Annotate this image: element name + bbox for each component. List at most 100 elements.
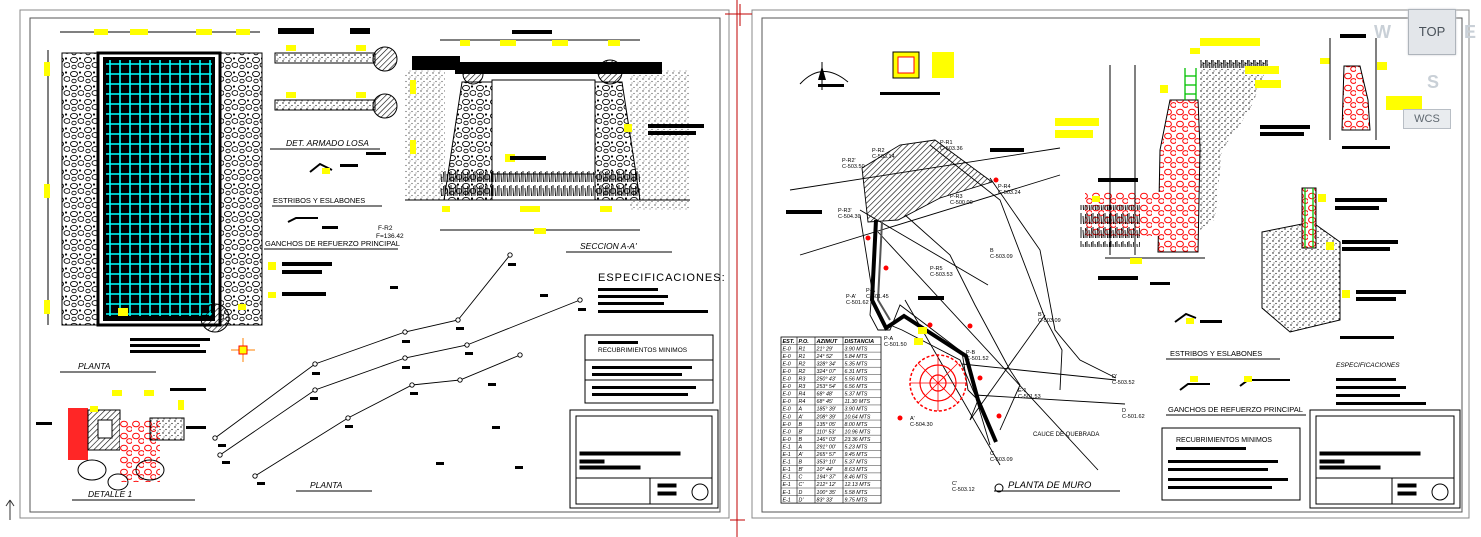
- wall-section-drawing: [1055, 38, 1387, 285]
- survey-table-cell: 5.23 MTS: [845, 444, 868, 450]
- survey-table-cell: E-0: [783, 354, 791, 360]
- survey-point-elevation: C-503.09: [1038, 318, 1061, 324]
- footing-isometric-detail: [1261, 187, 1406, 339]
- survey-table-cell: E-0: [783, 422, 791, 428]
- wcs-menu-button[interactable]: WCS: [1403, 109, 1451, 129]
- survey-table-cell: 5.58 MTS: [845, 490, 868, 496]
- survey-table-cell: R3: [799, 384, 806, 390]
- survey-table-cell: E-1: [783, 475, 791, 481]
- survey-table-cell: 24° 52': [816, 354, 834, 360]
- survey-point-elevation: C-503.09: [990, 457, 1013, 463]
- survey-table-cell: 208° 39': [816, 414, 837, 420]
- cover-title-left: RECUBRIMIENTOS MINIMOS: [598, 347, 688, 354]
- survey-table-cell: A': [798, 414, 805, 420]
- survey-table-cell: 6.31 MTS: [845, 369, 868, 375]
- survey-point-label: P-R3: [950, 194, 963, 200]
- survey-point-elevation: C-503.52: [1112, 380, 1135, 386]
- survey-table-cell: 3.90 MTS: [845, 407, 868, 413]
- survey-point-label: P-R5: [930, 266, 943, 272]
- survey-point-elevation: C-501.62: [846, 300, 869, 306]
- survey-table-cell: 253° 54': [816, 384, 837, 390]
- specs-block-left: ESPECIFICACIONES: RECUBRIMIENTOS MINIMOS: [584, 272, 725, 404]
- survey-table-cell: E-0: [783, 399, 791, 405]
- survey-table-cell: E-1: [783, 460, 791, 466]
- survey-table-cell: 21° 29': [816, 346, 834, 352]
- survey-point-elevation: C-501.50: [884, 342, 907, 348]
- survey-point-elevation: C-504.30: [910, 422, 933, 428]
- survey-table-cell: D': [799, 497, 805, 503]
- survey-point-elevation: C-504.30: [838, 214, 861, 220]
- survey-point-label: B: [990, 248, 994, 254]
- survey-table-cell: R4: [799, 399, 806, 405]
- survey-point-elevation: C-501.62: [1122, 414, 1145, 420]
- survey-point-elevation: C-503.50: [842, 164, 865, 170]
- survey-point-label: B': [1038, 312, 1043, 318]
- survey-table-cell: E-0: [783, 407, 791, 413]
- survey-point-labels: P-R1C-503.36P-R2C-503.14P-R2'C-503.50P-R…: [838, 140, 1145, 493]
- rebar-label-1: F-R2: [378, 225, 393, 232]
- survey-table-cell: 83° 33': [817, 497, 834, 503]
- survey-point-label: P-R1: [940, 140, 953, 146]
- survey-table-cell: 212° 12': [816, 482, 837, 488]
- survey-table-cell: 5.56 MTS: [845, 377, 868, 383]
- survey-table-cell: 5.35 MTS: [845, 361, 868, 367]
- survey-table-cell: 9.75 MTS: [845, 497, 868, 503]
- survey-point-elevation: C-500.00: [950, 200, 973, 206]
- survey-point-label: A': [910, 416, 915, 422]
- hooks-title-right: GANCHOS DE REFUERZO PRINCIPAL: [1168, 405, 1303, 414]
- sheet-frame-right: [751, 9, 1470, 519]
- title-block-left: [569, 409, 719, 509]
- detail1-title: DETALLE 1: [88, 489, 133, 499]
- slab-detail-drawing: DET. ARMADO LOSA: [270, 28, 398, 155]
- section-a-a-drawing: SECCION A-A': [405, 30, 704, 253]
- survey-table-cell: E-1: [783, 490, 791, 496]
- survey-table-cell: 353° 10': [817, 460, 837, 466]
- compass-east-label[interactable]: E: [1464, 22, 1477, 42]
- survey-table-cell: 9.45 MTS: [845, 452, 868, 458]
- survey-point-elevation: C-501.53: [1018, 394, 1041, 400]
- survey-table-cell: 5.37 MTS: [845, 460, 868, 466]
- survey-table-cell: A: [798, 407, 803, 413]
- survey-table-cell: 324° 07': [817, 369, 837, 375]
- survey-point-label: P-B: [966, 350, 976, 356]
- survey-table-cell: 10.96 MTS: [845, 429, 871, 435]
- title-block-right: [1309, 409, 1461, 509]
- survey-table-cell: E-1: [783, 452, 791, 458]
- cover-block-right: RECUBRIMIENTOS MINIMOS: [1161, 427, 1301, 501]
- rebar-label-2: F=136.42: [376, 233, 404, 240]
- hooks-title-left: GANCHOS DE REFUERZO PRINCIPAL: [265, 239, 400, 248]
- stirrups-hooks-left: ESTRIBOS Y ESLABONES F-R2 F=136.42 GANCH…: [264, 162, 404, 298]
- viewcube-top-face[interactable]: TOP: [1408, 9, 1456, 55]
- survey-table-cell: D: [799, 490, 803, 496]
- sheet-frame-left: [19, 9, 730, 519]
- survey-table-cell: B': [799, 429, 805, 435]
- plan-profile-title: PLANTA: [310, 480, 343, 490]
- survey-table-cell: 250° 43': [816, 377, 837, 383]
- ucs-icon: [5, 499, 15, 520]
- compass-south-label[interactable]: S: [1427, 72, 1440, 92]
- survey-point-label: C': [952, 481, 957, 487]
- survey-table-cell: C': [799, 482, 805, 488]
- column-section-detail: [880, 51, 954, 95]
- survey-table-cell: 8.63 MTS: [845, 467, 868, 473]
- survey-table-cell: A: [798, 444, 803, 450]
- survey-table-cell: E-1: [783, 444, 791, 450]
- survey-point-label: P-A': [846, 294, 856, 300]
- survey-point-label: E-1: [1018, 388, 1027, 394]
- survey-table-cell: B': [799, 467, 805, 473]
- survey-table-cell: A': [798, 452, 805, 458]
- creek-label: CAUCE DE QUEBRADA: [1033, 432, 1099, 438]
- cover-title-right: RECUBRIMIENTOS MINIMOS: [1176, 437, 1272, 444]
- survey-table-cell: E-0: [783, 429, 791, 435]
- stirrups-hooks-right: ESTRIBOS Y ESLABONES GANCHOS DE REFUERZO…: [1166, 312, 1426, 416]
- profile-point-tags: [218, 263, 586, 485]
- survey-table-cell: 5.84 MTS: [845, 354, 868, 360]
- survey-table-header: P.O.: [799, 339, 810, 345]
- survey-table-cell: E-0: [783, 392, 791, 398]
- survey-table-cell: E-1: [783, 482, 791, 488]
- compass-west-label[interactable]: W: [1374, 22, 1391, 42]
- survey-table-cell: 265° 57': [816, 452, 837, 458]
- survey-point-label: P-A: [866, 288, 876, 294]
- stirrups-title-left: ESTRIBOS Y ESLABONES: [273, 196, 365, 205]
